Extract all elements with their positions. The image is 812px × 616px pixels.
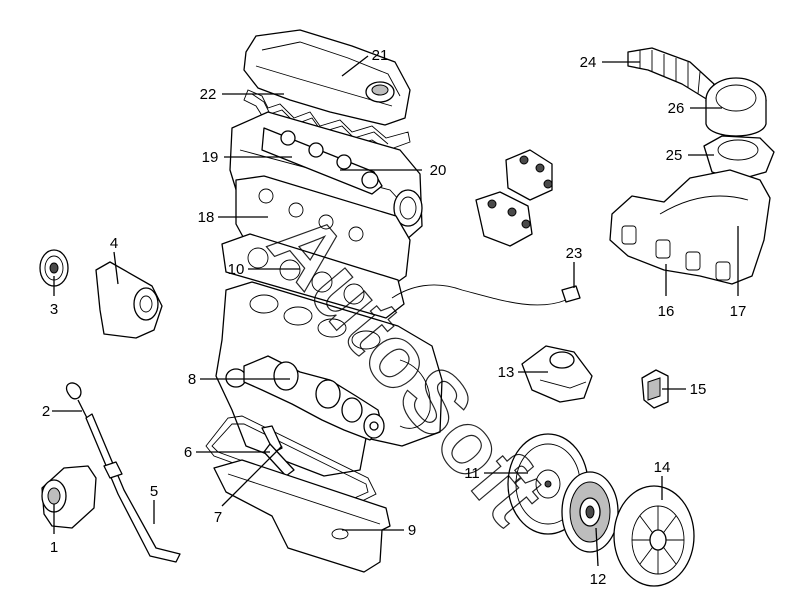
callout-13: 13	[498, 364, 515, 381]
callout-23: 23	[566, 245, 583, 262]
air-box	[705, 77, 767, 137]
callout-21: 21	[372, 47, 389, 64]
callout-16: 16	[658, 303, 675, 320]
callout-24: 24	[580, 54, 597, 71]
cylinder-head	[229, 111, 423, 241]
throttle-body	[703, 135, 775, 181]
callout-6: 6	[184, 444, 192, 461]
small-sensor	[641, 369, 669, 409]
callout-20: 20	[430, 162, 447, 179]
timing-pulley	[39, 249, 69, 287]
leader-12	[595, 527, 599, 567]
distributor-cap-a	[505, 149, 553, 201]
callout-3: 3	[50, 301, 58, 318]
callout-17: 17	[730, 303, 747, 320]
pressure-plate	[613, 485, 695, 587]
clutch-disc	[561, 471, 619, 553]
callout-5: 5	[150, 483, 158, 500]
leader-21	[341, 55, 369, 77]
oil-filter	[41, 465, 97, 529]
callout-19: 19	[202, 149, 219, 166]
fuel-pump	[521, 345, 593, 403]
intake-manifold	[609, 169, 771, 285]
callout-2: 2	[42, 403, 50, 420]
water-pump	[95, 261, 163, 339]
callout-25: 25	[666, 147, 683, 164]
oil-pickup	[261, 425, 295, 477]
valve-cover	[243, 29, 411, 126]
callout-22: 22	[200, 86, 217, 103]
callout-8: 8	[188, 371, 196, 388]
air-hose	[627, 47, 715, 101]
distributor-cap-b	[475, 191, 533, 247]
sensor-cable	[391, 284, 581, 306]
callout-10: 10	[228, 261, 245, 278]
callout-4: 4	[110, 235, 118, 252]
head-gasket	[221, 233, 405, 319]
oil-sump	[213, 459, 391, 573]
callout-12: 12	[590, 571, 607, 588]
callout-14: 14	[654, 459, 671, 476]
crankshaft	[243, 355, 385, 441]
callout-1: 1	[50, 539, 58, 556]
callout-7: 7	[214, 509, 222, 526]
leader-4	[113, 251, 119, 285]
leader-7	[221, 445, 283, 507]
callout-labels: 1 2 3 4 5 6 7 8 9 10 11 12 13 14 15 16 1…	[42, 47, 747, 588]
callout-9: 9	[408, 522, 416, 539]
callout-15: 15	[690, 381, 707, 398]
head-lower	[235, 175, 411, 287]
callout-11: 11	[464, 465, 480, 482]
callout-18: 18	[198, 209, 215, 226]
callout-26: 26	[668, 100, 685, 117]
dipstick-tube	[85, 413, 181, 563]
leader-lines	[52, 55, 739, 567]
